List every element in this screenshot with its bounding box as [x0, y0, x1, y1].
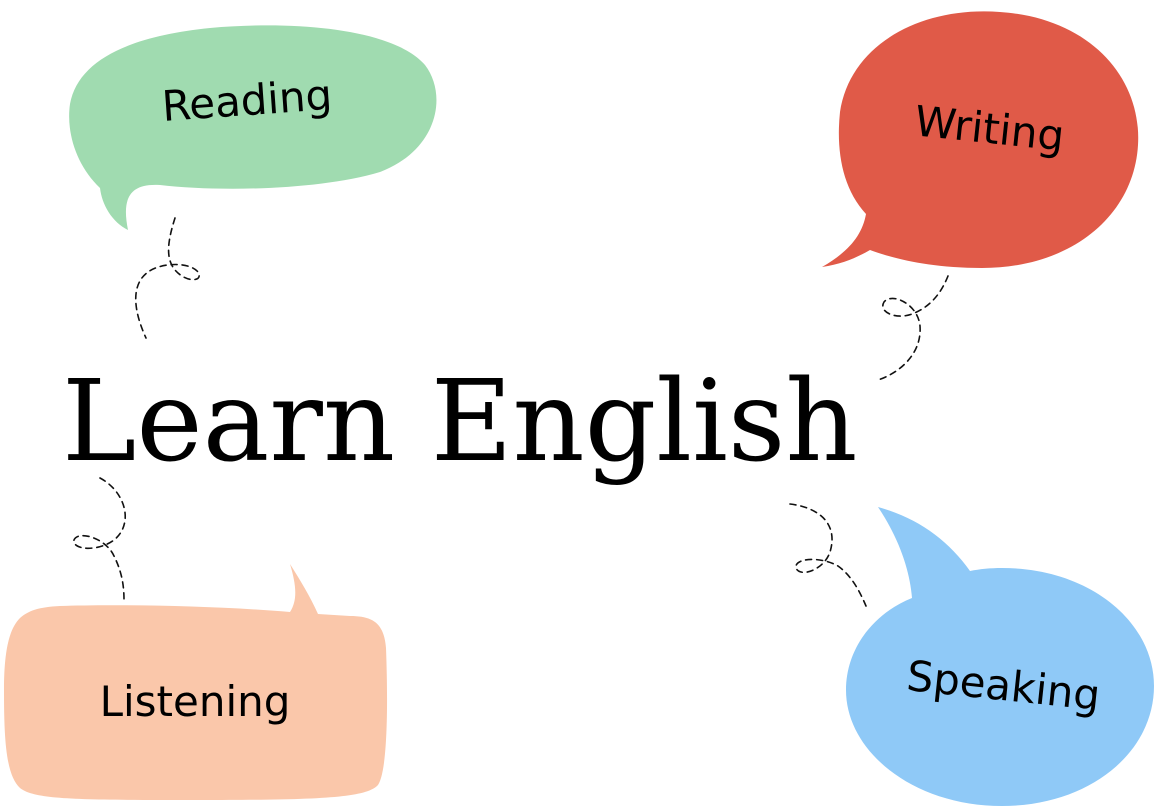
reading-label: Reading: [160, 70, 333, 131]
listening-bubble-shape: [4, 564, 388, 800]
listening-bubble: Listening: [4, 564, 388, 800]
speaking-bubble: Speaking: [846, 507, 1154, 806]
reading-bubble: Reading: [69, 25, 437, 230]
writing-bubble-shape: [822, 11, 1139, 268]
listening-connector: [73, 477, 126, 601]
listening-label: Listening: [100, 677, 291, 726]
speaking-bubble-shape: [846, 507, 1154, 806]
main-title: Learn English: [62, 357, 858, 487]
writing-bubble: Writing: [822, 11, 1139, 268]
speaking-connector: [789, 503, 867, 607]
writing-connector: [877, 275, 949, 381]
reading-connector: [135, 217, 200, 339]
reading-bubble-shape: [69, 25, 437, 230]
